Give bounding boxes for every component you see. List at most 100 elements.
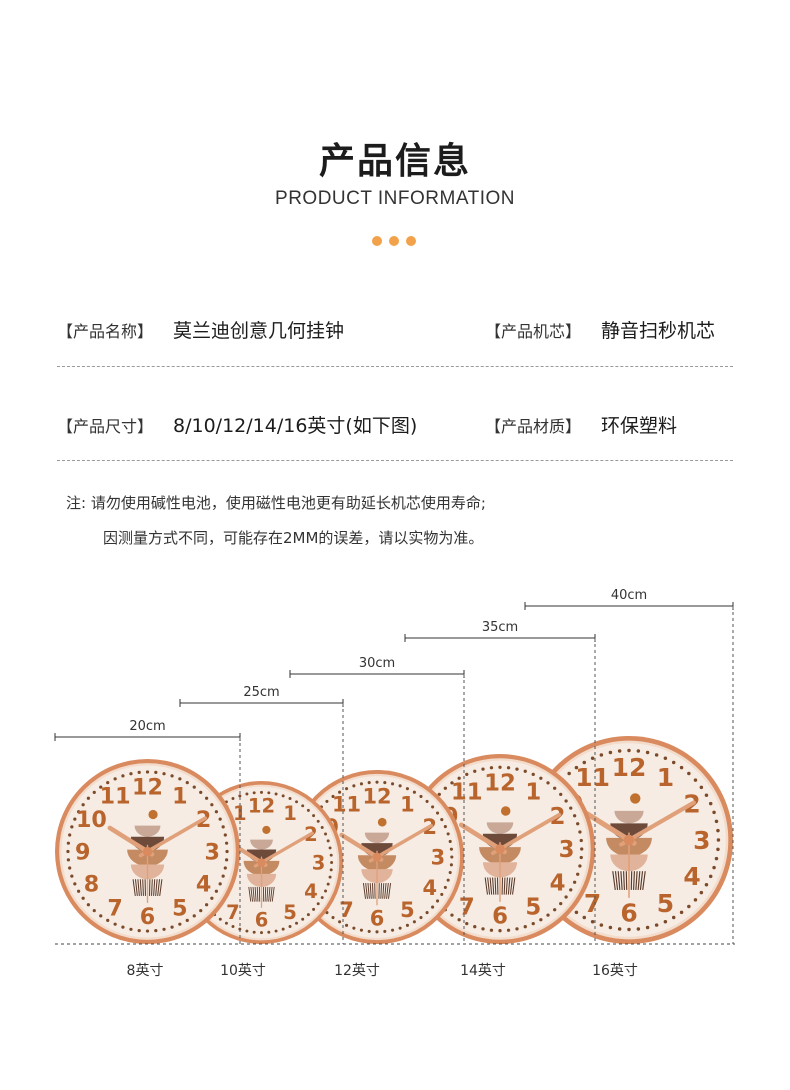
minute-dot — [274, 792, 278, 796]
minute-dot — [712, 810, 716, 815]
art-stripe — [509, 877, 513, 895]
art-stripe — [151, 879, 153, 896]
minute-dot — [437, 792, 441, 796]
minute-dot — [288, 796, 292, 800]
art-stripe — [157, 879, 161, 896]
minute-dot — [76, 889, 81, 893]
minute-dot — [73, 817, 77, 821]
minute-dot — [617, 749, 622, 753]
minute-dot — [192, 914, 196, 918]
minute-dot — [564, 895, 568, 899]
minute-dot — [636, 927, 641, 931]
art-stripe — [382, 883, 385, 899]
art-shape — [134, 825, 161, 837]
clock-numeral: 4 — [304, 880, 318, 903]
minute-dot — [205, 903, 209, 907]
minute-dot — [574, 910, 579, 915]
minute-dot — [627, 748, 631, 753]
minute-dot — [316, 819, 320, 823]
minute-dot — [99, 785, 103, 789]
minute-dot — [86, 796, 90, 800]
art-stripe — [270, 886, 273, 902]
minute-dot — [440, 892, 444, 896]
minute-dot — [329, 853, 333, 857]
minute-dot — [449, 863, 453, 867]
minute-dot — [446, 878, 450, 882]
minute-dot — [546, 913, 550, 917]
minute-dot — [162, 772, 166, 776]
minute-dot — [345, 787, 349, 791]
minute-dot — [70, 874, 74, 878]
minute-dot — [154, 929, 158, 933]
art-shape — [250, 839, 273, 850]
minute-dot — [515, 767, 519, 771]
clock-numeral: 9 — [75, 839, 90, 865]
clock-numeral: 6 — [255, 908, 269, 931]
minute-dot — [608, 750, 613, 755]
section-title: 产品信息 — [318, 141, 471, 182]
art-stripe — [264, 886, 267, 902]
minute-dot — [121, 774, 125, 778]
minute-dot — [590, 919, 595, 924]
minute-dot — [66, 858, 70, 862]
minute-dot — [569, 888, 573, 892]
minute-dot — [245, 792, 249, 796]
art-stripe — [256, 886, 259, 902]
minute-dot — [328, 846, 332, 850]
minute-dot — [567, 771, 571, 776]
art-stripe — [371, 883, 374, 899]
minute-dot — [328, 875, 332, 879]
art-shape — [614, 810, 644, 824]
hand-cap — [623, 834, 635, 846]
minute-dot — [192, 785, 196, 789]
minute-dot — [245, 929, 249, 933]
art-stripe — [137, 879, 140, 896]
minute-dot — [679, 910, 684, 915]
minute-dot — [654, 923, 659, 927]
minute-dot — [383, 929, 387, 933]
minute-dot — [687, 904, 691, 909]
note-line-2: 因测量方式不同，可能存在2MM的误差，请以实物为准。 — [103, 529, 484, 547]
minute-dot — [564, 799, 568, 803]
art-dot — [148, 809, 158, 820]
minute-dot — [506, 928, 511, 932]
minute-dot — [129, 772, 133, 776]
minute-dot — [481, 927, 485, 931]
minute-dot — [218, 882, 222, 886]
art-shape — [364, 832, 390, 844]
minute-dot — [450, 913, 454, 917]
minute-dot — [405, 787, 409, 791]
art-stripe — [142, 879, 144, 896]
minute-dot — [231, 925, 235, 929]
minute-dot — [599, 923, 604, 927]
divider — [57, 460, 733, 461]
minute-dot — [66, 849, 70, 854]
clock-numeral: 5 — [283, 901, 297, 924]
minute-dot — [398, 926, 402, 930]
minute-dot — [267, 791, 271, 795]
minute-dot — [306, 808, 310, 812]
clock-numeral: 11 — [100, 783, 131, 809]
dimension-width-label: 20cm — [129, 719, 165, 734]
art-stripe — [386, 883, 389, 899]
art-stripe — [139, 879, 142, 896]
minute-dot — [714, 856, 719, 861]
minute-dot — [716, 828, 720, 833]
minute-dot — [489, 928, 494, 932]
minute-dot — [449, 847, 453, 851]
art-stripe — [367, 883, 370, 899]
art-stripe — [620, 871, 623, 890]
clock-numeral: 4 — [196, 872, 211, 898]
minute-dot — [515, 927, 519, 931]
minute-dot — [450, 781, 454, 785]
section-subtitle: PRODUCT INFORMATION — [275, 188, 515, 209]
art-dot — [262, 825, 271, 834]
spec-value-material: 环保塑料 — [601, 415, 678, 437]
clock-numeral: 7 — [459, 895, 475, 921]
art-shape — [486, 822, 514, 834]
minute-dot — [145, 929, 150, 933]
minute-dot — [582, 915, 587, 920]
minute-dot — [572, 880, 577, 884]
art-stripe — [266, 886, 269, 902]
